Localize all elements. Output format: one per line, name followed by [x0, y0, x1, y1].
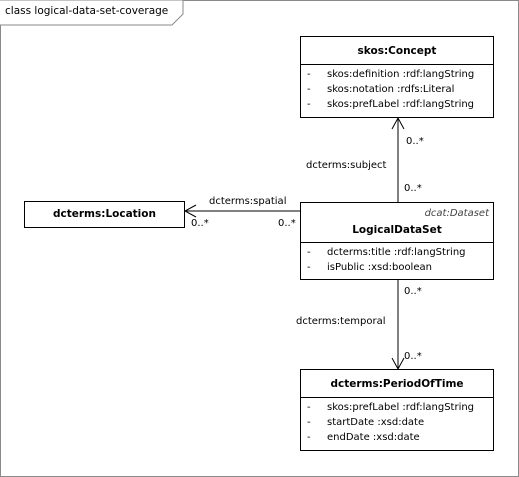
class-name: dcterms:Location: [53, 208, 156, 220]
attribute-row: -endDate :xsd:date: [307, 432, 420, 443]
frame-title-tab: [0, 0, 184, 26]
temporal-source-multiplicity: 0..*: [404, 286, 422, 297]
subject-target-multiplicity: 0..*: [406, 136, 424, 147]
class-name: LogicalDataSet: [352, 224, 442, 236]
attribute-list: -skos:prefLabel :rdf:langString -startDa…: [301, 398, 493, 445]
attribute-list: -skos:definition :rdf:langString -skos:n…: [301, 65, 493, 112]
attribute-row: -skos:prefLabel :rdf:langString: [307, 402, 475, 413]
subject-role-label: dcterms:subject: [306, 160, 387, 171]
attribute-row: -skos:prefLabel :rdf:langString: [307, 99, 475, 110]
spatial-role-label: dcterms:spatial: [209, 196, 287, 207]
spatial-arrowhead: [183, 204, 197, 218]
attribute-row: -skos:definition :rdf:langString: [307, 69, 475, 80]
class-logical-data-set[interactable]: dcat:Dataset LogicalDataSet -dcterms:tit…: [300, 202, 494, 280]
spatial-source-multiplicity: 0..*: [278, 218, 296, 229]
class-name: skos:Concept: [301, 37, 493, 65]
temporal-target-multiplicity: 0..*: [404, 351, 422, 362]
class-skos-concept[interactable]: skos:Concept -skos:definition :rdf:langS…: [300, 36, 494, 118]
subject-source-multiplicity: 0..*: [404, 183, 422, 194]
attribute-list: -dcterms:title :rdf:langString -isPublic…: [301, 243, 493, 275]
class-stereotype: dcat:Dataset: [424, 208, 489, 219]
spatial-target-multiplicity: 0..*: [191, 218, 209, 229]
class-dcterms-location[interactable]: dcterms:Location: [24, 201, 185, 228]
class-header: dcat:Dataset LogicalDataSet: [301, 203, 493, 243]
temporal-role-label: dcterms:temporal: [296, 316, 386, 327]
attribute-row: -startDate :xsd:date: [307, 417, 425, 428]
class-name: dcterms:PeriodOfTime: [301, 370, 493, 398]
class-dcterms-period-of-time[interactable]: dcterms:PeriodOfTime -skos:prefLabel :rd…: [300, 369, 494, 451]
subject-arrowhead: [391, 116, 405, 130]
attribute-row: -dcterms:title :rdf:langString: [307, 247, 466, 258]
attribute-row: -isPublic :xsd:boolean: [307, 262, 432, 273]
attribute-row: -skos:notation :rdfs:Literal: [307, 84, 455, 95]
frame-title: class logical-data-set-coverage: [5, 5, 169, 17]
